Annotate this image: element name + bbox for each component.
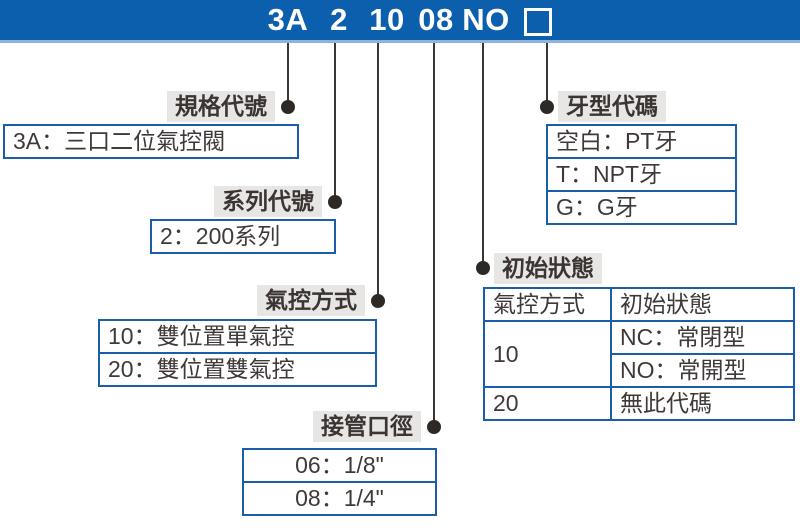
- connector-dot-series: [328, 195, 342, 209]
- code-bar: 3A 2 10 08 NO: [0, 0, 800, 43]
- thread-row-blank: 空白：PT牙: [556, 128, 678, 154]
- connector-line-initial: [482, 43, 484, 268]
- connector-line-pilot: [377, 43, 379, 301]
- connector-line-thread: [546, 43, 548, 107]
- cell-code-10: 10: [483, 320, 612, 388]
- table-row: 20 無此代碼: [483, 386, 795, 421]
- code-segment-port: 08: [418, 2, 454, 37]
- spec-box: 3A：三口二位氣控閥: [3, 124, 299, 159]
- spec-row: 3A：三口二位氣控閥: [13, 128, 226, 154]
- table-header-row: 氣控方式 初始狀態: [483, 287, 795, 322]
- pilot-row-20: 20：雙位置雙氣控: [100, 352, 375, 385]
- cell-state-no: NO：常開型: [610, 353, 795, 388]
- code-segment-initial: NO: [462, 2, 510, 37]
- port-row-08: 08：1/4": [244, 481, 435, 514]
- connector-dot-spec: [281, 100, 295, 114]
- cell-state-nc: NC：常閉型: [610, 320, 795, 355]
- connector-line-port: [433, 43, 435, 427]
- series-label: 系列代號: [214, 186, 322, 217]
- initial-state-table: 氣控方式 初始狀態 10 NC：常閉型 NO：常開型 20 無此代碼: [483, 287, 795, 421]
- connector-dot-port: [427, 420, 441, 434]
- thread-row-t: T：NPT牙: [548, 157, 735, 190]
- header-cell-initial: 初始狀態: [610, 287, 795, 322]
- spec-label: 規格代號: [167, 91, 275, 122]
- cell-code-20: 20: [483, 386, 612, 421]
- series-box: 2：200系列: [150, 219, 336, 254]
- header-cell-pilot: 氣控方式: [483, 287, 612, 322]
- port-row-06: 06：1/8": [295, 452, 384, 478]
- code-segment-pilot: 10: [369, 2, 405, 37]
- initial-label: 初始狀態: [494, 253, 602, 284]
- thread-label: 牙型代碼: [558, 91, 666, 122]
- pilot-row-10: 10：雙位置單氣控: [108, 323, 295, 349]
- connector-line-spec: [287, 43, 289, 107]
- cell-state-none: 無此代碼: [610, 386, 795, 421]
- series-row: 2：200系列: [160, 223, 281, 249]
- table-row: 10 NC：常閉型: [483, 320, 795, 388]
- port-label: 接管口徑: [313, 411, 421, 442]
- code-segment-spec: 3A: [267, 2, 309, 37]
- pilot-box: 10：雙位置單氣控 20：雙位置雙氣控: [98, 319, 377, 387]
- thread-box: 空白：PT牙 T：NPT牙 G：G牙: [546, 124, 737, 225]
- blank-code-box: [524, 8, 552, 36]
- port-box: 06：1/8" 08：1/4": [242, 448, 437, 516]
- connector-dot-pilot: [371, 294, 385, 308]
- pilot-label: 氣控方式: [257, 285, 365, 316]
- connector-line-series: [334, 43, 336, 202]
- connector-dot-thread: [540, 100, 554, 114]
- code-segment-series: 2: [330, 2, 348, 37]
- connector-dot-initial: [476, 261, 490, 275]
- table-row: NO：常開型: [484, 353, 795, 388]
- thread-row-g: G：G牙: [548, 190, 735, 223]
